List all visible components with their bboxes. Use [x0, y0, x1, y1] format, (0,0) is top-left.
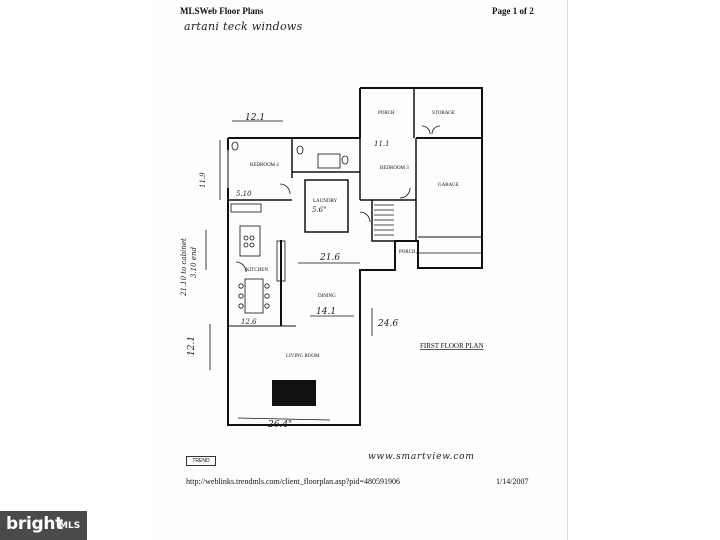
right-margin	[568, 0, 720, 540]
room-kitchen: KITCHEN	[246, 268, 268, 273]
dim-kitchen-small: 12.6	[241, 318, 257, 326]
room-laundry: LAUNDRY	[313, 199, 338, 204]
handwritten-site: www.smartview.com	[368, 452, 475, 462]
handwritten-note: artani teck windows	[184, 20, 303, 33]
dim-bed3-width: 11.1	[374, 140, 390, 148]
dim-left-height: 12.1	[187, 336, 197, 356]
logo-sub: MLS	[59, 521, 81, 531]
room-storage: STORAGE	[432, 111, 455, 116]
room-garage: GARAGE	[438, 183, 459, 188]
trend-badge: TREND	[186, 456, 216, 466]
dim-kitchen-note-1: 21.10 to cabinet	[180, 238, 188, 297]
dim-dining-depth: 14.1	[316, 307, 336, 317]
dim-dining-width: 21.6	[319, 253, 340, 263]
footer-date: 1/14/2007	[496, 477, 529, 486]
page-edge	[567, 0, 568, 540]
footer-url: http://weblinks.trendmls.com/client_floo…	[186, 477, 401, 486]
room-porch-bottom: PORCH	[399, 250, 416, 255]
logo-main: bright	[6, 514, 63, 534]
dim-right-depth: 24.6	[377, 319, 398, 329]
room-living: LIVING ROOM	[286, 354, 320, 359]
header-title: MLSWeb Floor Plans	[180, 6, 264, 16]
room-dining: DINING	[318, 294, 336, 299]
dim-bed4-closet: 5.10	[236, 190, 252, 198]
dim-kitchen-note-2: 3.10 end	[190, 247, 198, 278]
bright-mls-logo: bright MLS	[0, 511, 87, 540]
room-porch-top: PORCH	[378, 111, 395, 116]
dim-top-width: 12.1	[245, 113, 265, 123]
dim-laundry: 5.6"	[312, 206, 326, 214]
left-margin	[0, 0, 152, 540]
page-number: Page 1 of 2	[492, 6, 534, 16]
dim-bed4-height: 11.9	[199, 172, 207, 188]
room-bedroom-3: BEDROOM 3	[380, 166, 409, 171]
plan-title: FIRST FLOOR PLAN	[420, 342, 484, 350]
dim-bottom-width: 26.4"	[267, 420, 292, 430]
room-bedroom-4: BEDROOM 4	[250, 163, 279, 168]
